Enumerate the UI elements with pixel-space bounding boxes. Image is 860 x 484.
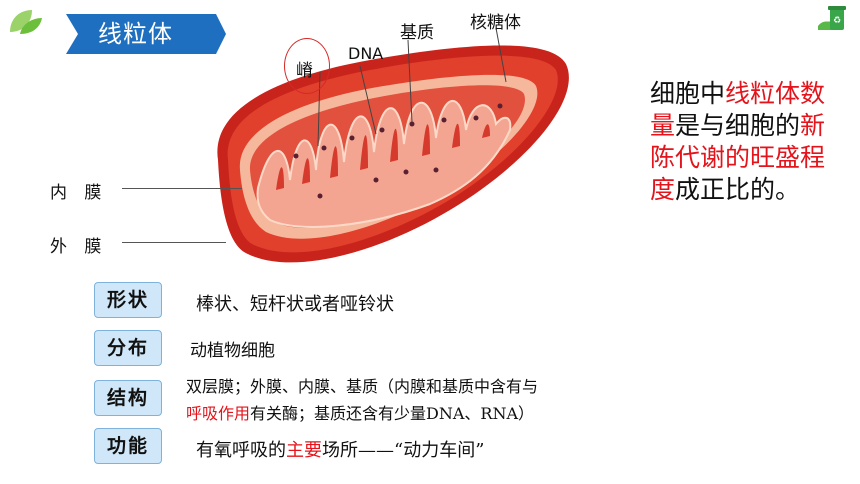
note-part-1: 细胞中 [650, 79, 726, 108]
leaf-logo-icon [10, 10, 42, 34]
note-part-2: 线粒体 [725, 79, 801, 108]
function-highlight: 主要 [286, 440, 322, 461]
recycle-bin-icon: ♻ [818, 6, 846, 30]
label-ribosome: 核糖体 [470, 13, 521, 33]
note-part-3: 数量 [650, 79, 826, 140]
structure-highlight: 呼吸作用 [186, 404, 251, 423]
cristae-channels [276, 123, 490, 190]
note-part-5: 新陈代谢的旺盛程度 [650, 111, 826, 204]
label-outer-membrane: 外 膜 [50, 237, 108, 257]
side-note: 细胞中线粒体数量是与细胞的新陈代谢的旺盛程度成正比的。 [650, 78, 840, 206]
svg-text:♻: ♻ [833, 16, 841, 26]
label-dna: DNA [348, 44, 384, 63]
note-part-4: 是与细胞的 [675, 111, 801, 140]
page-title: 线粒体 [98, 20, 173, 48]
label-matrix: 基质 [400, 23, 434, 43]
crista-highlight-circle [284, 38, 330, 94]
text-structure-line2: 呼吸作用有关酶；基质还含有少量DNA、RNA） [186, 400, 534, 424]
label-inner-membrane: 内 膜 [50, 183, 108, 203]
title-banner: 线粒体 [66, 14, 226, 54]
banner-shape [66, 14, 226, 54]
mitochondrion-diagram [217, 27, 569, 263]
text-structure-line1: 双层膜；外膜、内膜、基质（内膜和基质中含有与 [186, 377, 539, 396]
tag-distribution: 分布 [94, 330, 162, 366]
function-post: 场所——“动力车间” [322, 440, 485, 461]
text-shape: 棒状、短杆状或者哑铃状 [196, 294, 394, 315]
note-part-6: 成正比的。 [675, 175, 801, 204]
text-distribution: 动植物细胞 [190, 341, 275, 361]
tag-structure: 结构 [94, 380, 162, 416]
label-crista: 嵴 [296, 61, 313, 81]
outer-membrane-leader [122, 242, 226, 243]
function-pre: 有氧呼吸的 [196, 440, 286, 461]
text-function: 有氧呼吸的主要场所——“动力车间” [196, 436, 484, 462]
tag-shape: 形状 [94, 282, 162, 318]
tag-function: 功能 [94, 428, 162, 464]
ribosome-dots [293, 103, 503, 199]
inner-membrane-leader [122, 188, 242, 189]
structure-rest: 有关酶；基质还含有少量DNA、RNA） [250, 404, 535, 423]
